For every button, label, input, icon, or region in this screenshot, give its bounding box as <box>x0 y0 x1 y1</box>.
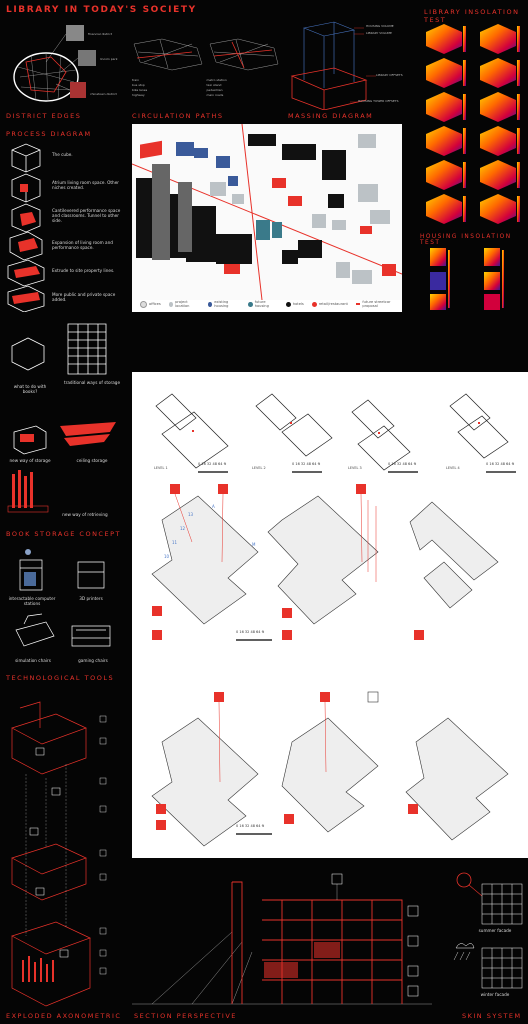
legend-hotels: hotels <box>285 300 304 308</box>
legend-future-housing: future housing <box>248 300 278 308</box>
section-perspective-title: SECTION PERSPECTIVE <box>134 1012 237 1020</box>
caption-summer-facade: summer facade <box>478 928 512 933</box>
district-label-chinatown: chinatown district <box>90 92 117 96</box>
plan-level-2: LEVEL 2 <box>252 466 266 470</box>
skin-system-title: SKIN SYSTEM <box>462 1012 522 1020</box>
caption-simulation: simulation chairs <box>15 658 51 663</box>
book-storage-title: BOOK STORAGE CONCEPT <box>6 530 121 538</box>
site-legend: offices project location existing housin… <box>140 300 402 308</box>
massing-diagram: HOUSING VOLUME LIBRARY VOLUME LIBRARY OF… <box>284 18 410 110</box>
caption-computer-stations: interactable computer stations <box>8 596 56 606</box>
legend-train: train <box>132 78 139 82</box>
circulation-legend: train metro station bus stop taxi stand … <box>132 78 280 97</box>
legend-taxi: taxi stand <box>206 83 222 87</box>
legend-metro: metro station <box>206 78 227 82</box>
book-storage-diagram: what to do with books? traditional ways … <box>6 322 130 522</box>
page-title: LIBRARY IN TODAY'S SOCIETY <box>6 5 197 15</box>
housing-insolation-title: HOUSING INSOLATION TEST <box>420 234 512 246</box>
exploded-axo-diagram <box>6 688 130 1008</box>
legend-main-roads: main roads <box>206 93 224 97</box>
process-step-5: Extrude to site property lines. <box>52 268 115 273</box>
process-step-3: Cantilevered performance space and class… <box>52 208 121 224</box>
circulation-paths-title: CIRCULATION PATHS <box>132 112 224 120</box>
plan-scale-4: 0 16 32 48 64 ft <box>486 462 515 466</box>
massing-diagram-title: MASSING DIAGRAM <box>288 112 374 120</box>
library-insolation-grid <box>420 18 524 228</box>
plan-level-3: LEVEL 3 <box>348 466 362 470</box>
caption-ceiling: ceiling storage <box>76 458 108 463</box>
caption-new-storage: new way of storage <box>9 458 51 463</box>
site-render-panel: offices project location existing housin… <box>132 124 402 312</box>
legend-retail: retail/restaurant <box>311 300 348 308</box>
legend-streetcar: future streetcar proposal <box>355 300 402 308</box>
process-step-1: The cube. <box>52 152 73 157</box>
process-diagram-title: PROCESS DIAGRAM <box>6 130 92 138</box>
caption-gaming: gaming chairs <box>78 658 108 663</box>
legend-existing-housing: existing housing <box>207 300 240 308</box>
plan-scale-2: 0 16 32 48 64 ft <box>292 462 321 466</box>
plan-level-4: LEVEL 4 <box>446 466 460 470</box>
legend-highway: highway <box>132 93 145 97</box>
section-perspective-diagram <box>132 862 432 1008</box>
floor-plans-panel: LEVEL 1 LEVEL 2 LEVEL 3 LEVEL 4 0 16 32 … <box>132 372 528 858</box>
plan-scale-3: 0 16 32 48 64 ft <box>388 462 417 466</box>
library-insolation-title: LIBRARY INSOLATION TEST <box>424 8 520 24</box>
circulation-paths-diagram: train metro station bus stop taxi stand … <box>132 34 280 106</box>
district-edges-title: DISTRICT EDGES <box>6 112 82 120</box>
plan-grid-letter-a: A <box>212 504 215 509</box>
caption-what-to-do: what to do with books? <box>13 384 47 394</box>
caption-retrieving: new way of retrieving <box>62 512 108 517</box>
plan-grid-number-12: 12 <box>180 526 186 531</box>
plan-grid-letter-m: M <box>252 542 256 547</box>
legend-project-location: project location <box>168 300 200 308</box>
massing-label-tower-offsets: HOUSING TOWER OFFSETS <box>358 99 399 103</box>
legend-offices: offices <box>140 300 161 308</box>
district-edges-diagram: financial district lincoln park chinatow… <box>6 22 126 112</box>
caption-traditional: traditional ways of storage <box>63 380 121 385</box>
plan-scale-1: 0 16 32 48 64 ft <box>198 462 227 466</box>
process-diagram: The cube. Atrium living room space. Othe… <box>6 142 130 312</box>
legend-bike: bike lanes <box>132 88 148 92</box>
legend-bus: bus stop <box>132 83 145 87</box>
district-label-financial: financial district <box>88 32 113 36</box>
tech-tools-diagram: interactable computer stations 3D printe… <box>6 546 130 672</box>
massing-label-library: LIBRARY VOLUME <box>366 31 392 35</box>
plan-scale-row2: 0 16 32 48 64 ft <box>236 630 265 634</box>
district-label-lincoln: lincoln park <box>100 57 118 61</box>
plan-grid-number-10: 10 <box>164 554 170 559</box>
caption-winter-facade: winter facade <box>480 992 510 997</box>
tech-tools-title: TECHNOLOGICAL TOOLS <box>6 674 115 682</box>
plan-grid-number-11: 11 <box>172 540 178 545</box>
housing-insolation-grid <box>420 244 524 314</box>
exploded-axo-title: EXPLODED AXONOMETRIC <box>6 1012 122 1020</box>
skin-system-diagram: summer facade winter facade <box>436 866 528 1008</box>
plan-grid-number-13: 13 <box>188 512 194 517</box>
legend-pedestrian: pedestrian <box>206 88 223 92</box>
process-step-6: More public and private space added. <box>52 292 116 303</box>
caption-3d-printers: 3D printers <box>79 596 103 601</box>
massing-label-housing: HOUSING VOLUME <box>366 24 394 28</box>
massing-label-library-offsets: LIBRARY OFFSETS <box>376 73 403 77</box>
plan-level-1: LEVEL 1 <box>154 466 168 470</box>
process-step-4: Expansion of living room and performance… <box>52 240 113 251</box>
plan-scale-row3: 0 16 32 48 64 ft <box>236 824 265 828</box>
process-step-2: Atrium living room space. Other niches c… <box>52 180 119 191</box>
